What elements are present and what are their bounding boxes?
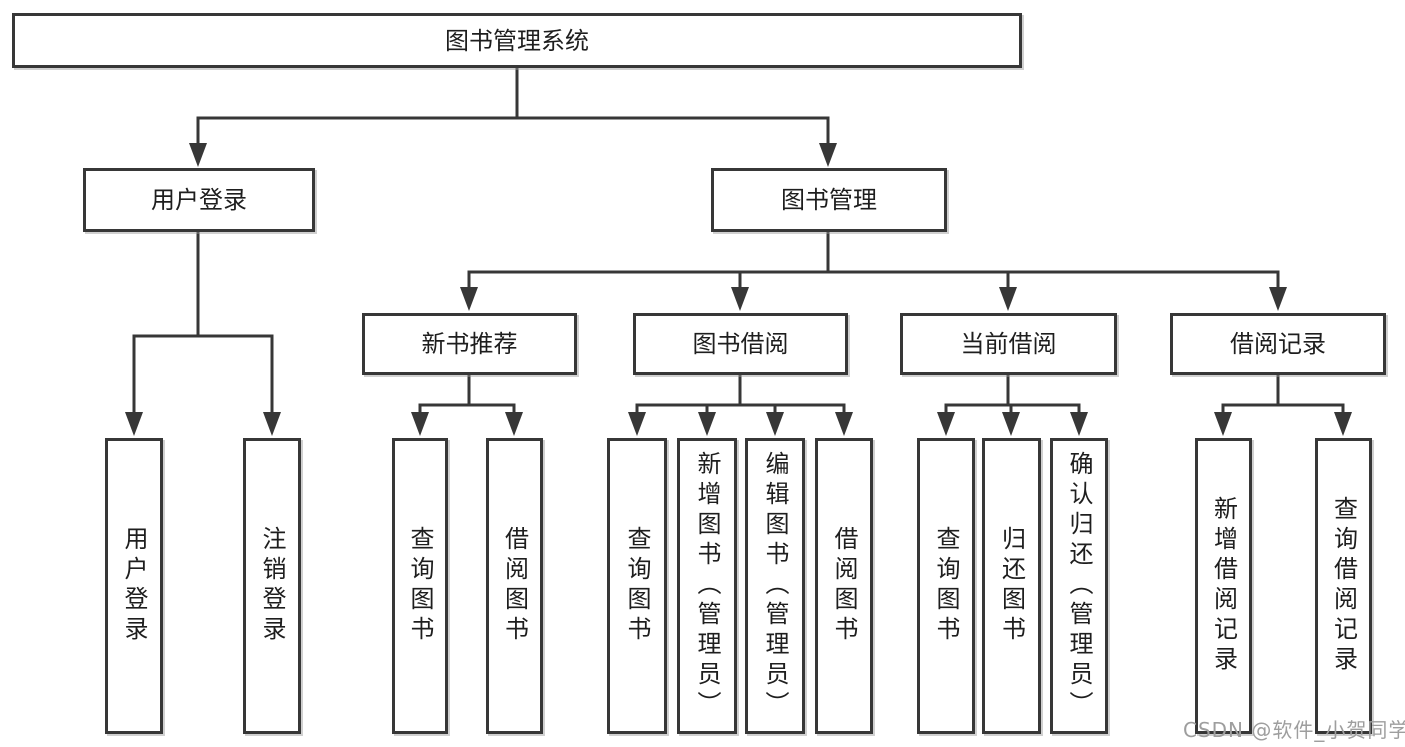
leaf-logout-label: 注销登录	[258, 526, 286, 646]
leaf-user-login-label: 用户登录	[120, 526, 148, 646]
node-current-borrow: 当前借阅	[900, 313, 1117, 375]
leaf-query-books-recommend: 查询图书	[392, 438, 448, 734]
node-book-management-label: 图书管理	[781, 186, 877, 214]
node-book-borrow-label: 图书借阅	[692, 330, 789, 358]
leaf-borrow-books-label: 借阅图书	[830, 526, 858, 646]
leaf-add-borrow-record: 新增借阅记录	[1195, 438, 1252, 734]
leaf-borrow-books: 借阅图书	[815, 438, 873, 734]
node-new-book-recommend: 新书推荐	[362, 313, 577, 375]
node-borrow-records: 借阅记录	[1170, 313, 1386, 375]
leaf-return-book: 归还图书	[982, 438, 1041, 734]
leaf-query-borrow-record: 查询借阅记录	[1315, 438, 1372, 734]
leaf-edit-book-admin: 编辑图书（管理员）	[745, 438, 805, 734]
leaf-query-books-current: 查询图书	[917, 438, 975, 734]
leaf-edit-book-admin-label: 编辑图书（管理员）	[761, 451, 789, 721]
leaf-query-books-recommend-label: 查询图书	[406, 526, 434, 646]
leaf-logout: 注销登录	[243, 438, 301, 734]
node-user-login-label: 用户登录	[151, 186, 247, 214]
leaf-query-books-current-label: 查询图书	[932, 526, 960, 646]
node-user-login: 用户登录	[83, 168, 315, 232]
leaf-add-book-admin: 新增图书（管理员）	[677, 438, 737, 734]
leaf-query-borrow-record-label: 查询借阅记录	[1329, 496, 1358, 676]
node-new-book-recommend-label: 新书推荐	[421, 330, 518, 358]
node-borrow-records-label: 借阅记录	[1230, 330, 1326, 358]
node-book-management: 图书管理	[711, 168, 947, 232]
leaf-query-books-borrow-label: 查询图书	[623, 526, 651, 646]
leaf-user-login: 用户登录	[105, 438, 163, 734]
leaf-confirm-return-admin-label: 确认归还（管理员）	[1065, 451, 1093, 721]
leaf-add-borrow-record-label: 新增借阅记录	[1209, 496, 1238, 676]
leaf-return-book-label: 归还图书	[997, 526, 1026, 646]
node-current-borrow-label: 当前借阅	[960, 330, 1057, 358]
node-root: 图书管理系统	[12, 13, 1022, 68]
leaf-query-books-borrow: 查询图书	[607, 438, 667, 734]
node-root-label: 图书管理系统	[445, 26, 589, 55]
node-book-borrow: 图书借阅	[633, 313, 848, 375]
leaf-add-book-admin-label: 新增图书（管理员）	[693, 451, 721, 721]
watermark-text: CSDN @软件_小贺同学	[1183, 718, 1405, 742]
leaf-borrow-books-recommend-label: 借阅图书	[500, 526, 529, 646]
leaf-confirm-return-admin: 确认归还（管理员）	[1050, 438, 1108, 734]
leaf-borrow-books-recommend: 借阅图书	[486, 438, 543, 734]
connector-lines	[125, 66, 1352, 436]
